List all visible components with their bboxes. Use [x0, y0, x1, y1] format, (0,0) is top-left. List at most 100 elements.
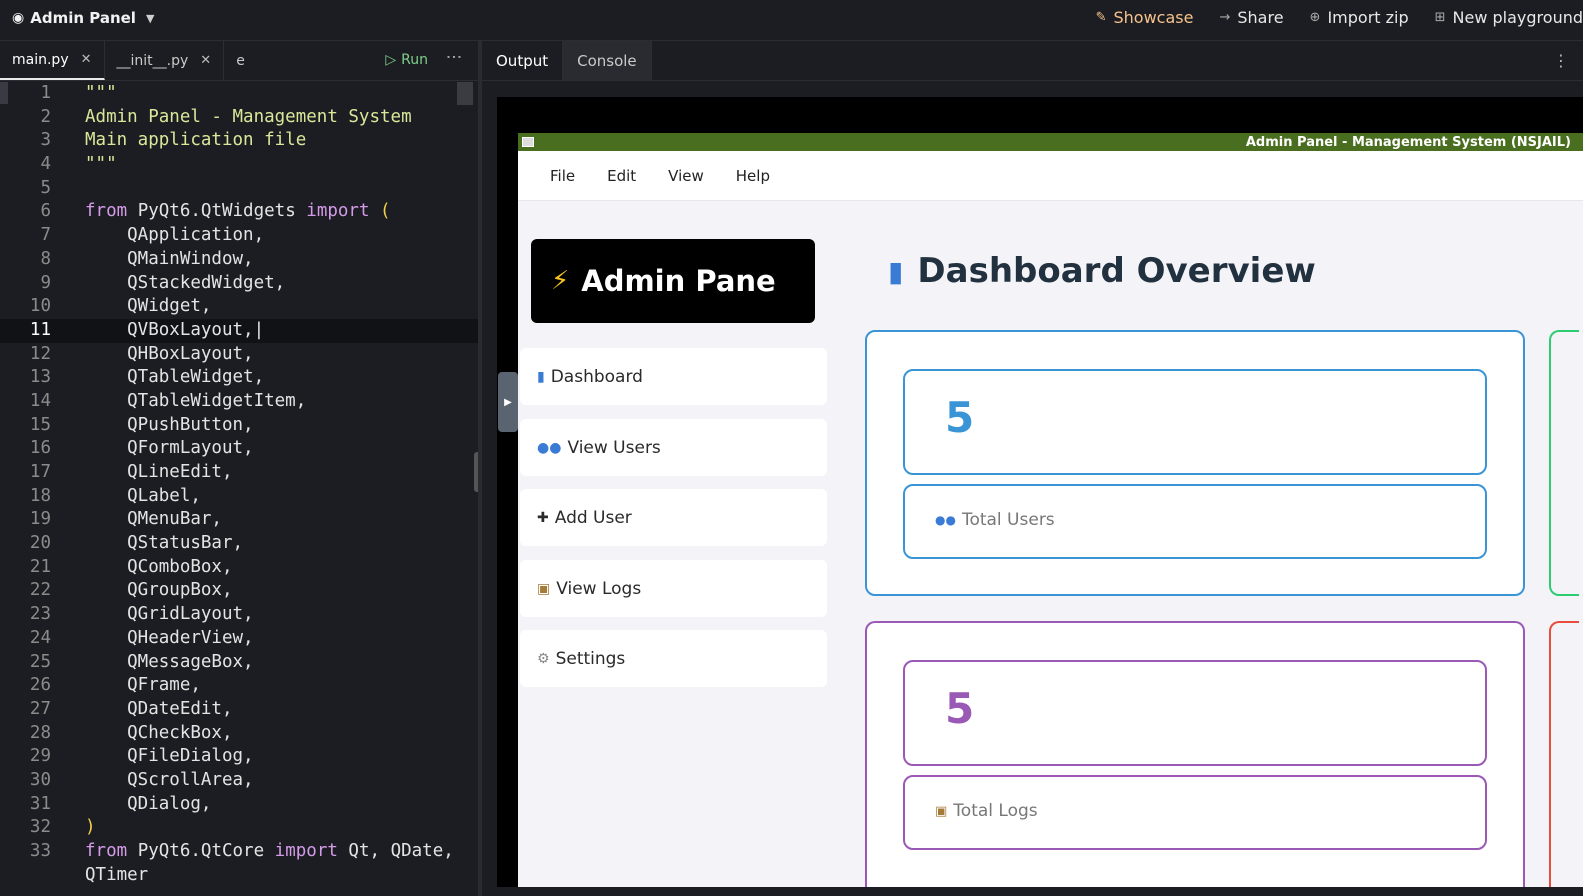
code-line[interactable]: 19 QMenuBar,: [0, 508, 478, 532]
line-number: 23: [29, 604, 51, 625]
code-line[interactable]: 15 QPushButton,: [0, 414, 478, 438]
tab-console[interactable]: Console: [563, 41, 652, 80]
run-button[interactable]: ▷ Run: [385, 52, 428, 68]
sidebar-item-view-users[interactable]: ●● View Users: [520, 419, 827, 476]
line-number: 12: [29, 343, 51, 364]
share-button[interactable]: → Share: [1219, 8, 1283, 27]
line-number: 3: [40, 130, 51, 151]
code-line[interactable]: 14 QTableWidgetItem,: [0, 390, 478, 414]
code-line[interactable]: 20 QStatusBar,: [0, 532, 478, 556]
code-text: QLabel,: [85, 485, 201, 506]
stat-card-users: 5 ●● Total Users: [865, 330, 1525, 596]
code-line[interactable]: 32): [0, 816, 478, 840]
editor-tabs: main.py ✕ __init__.py ✕ e ▷ Run ⋮: [0, 41, 478, 81]
menu-edit[interactable]: Edit: [607, 166, 637, 185]
code-text: QMessageBox,: [85, 651, 254, 672]
sidebar-item-label: View Logs: [556, 578, 642, 599]
code-line[interactable]: 23 QGridLayout,: [0, 603, 478, 627]
code-line[interactable]: 18 QLabel,: [0, 485, 478, 509]
app-title-menu[interactable]: ◉ Admin Panel ▼: [12, 9, 154, 27]
code-line[interactable]: 27 QDateEdit,: [0, 698, 478, 722]
menu-help[interactable]: Help: [735, 166, 770, 185]
showcase-button[interactable]: ✎ Showcase: [1096, 8, 1194, 27]
code-text: QGroupBox,: [85, 580, 233, 601]
sidebar-item-dashboard[interactable]: ▮ Dashboard: [520, 348, 827, 405]
code-line[interactable]: 21 QComboBox,: [0, 556, 478, 580]
showcase-label: Showcase: [1113, 8, 1194, 27]
code-text: QPushButton,: [85, 414, 254, 435]
line-number: 9: [40, 272, 51, 293]
tab-output[interactable]: Output: [482, 41, 564, 80]
line-number: 7: [40, 225, 51, 246]
tab-init-py[interactable]: __init__.py ✕: [105, 41, 225, 80]
code-line[interactable]: QTimer: [0, 864, 478, 888]
sidebar-item-label: Add User: [554, 507, 632, 528]
stat-card-partial: [1549, 330, 1579, 596]
code-line[interactable]: 5: [0, 177, 478, 201]
chart-icon: ▮: [537, 368, 545, 385]
window-titlebar: Admin Panel - Management System (NSJAIL): [518, 133, 1583, 151]
code-line[interactable]: 7 QApplication,: [0, 224, 478, 248]
code-line[interactable]: 25 QMessageBox,: [0, 651, 478, 675]
code-line[interactable]: 31 QDialog,: [0, 793, 478, 817]
code-line[interactable]: 30 QScrollArea,: [0, 769, 478, 793]
stat-value: 5: [945, 393, 975, 442]
line-number: 26: [29, 675, 51, 696]
line-number: 29: [29, 746, 51, 767]
code-line[interactable]: 22 QGroupBox,: [0, 579, 478, 603]
code-line[interactable]: 29 QFileDialog,: [0, 745, 478, 769]
code-line[interactable]: 10 QWidget,: [0, 295, 478, 319]
run-label: Run: [401, 52, 428, 68]
more-icon[interactable]: ⋮: [1553, 51, 1569, 70]
code-line[interactable]: 24 QHeaderView,: [0, 627, 478, 651]
menu-view[interactable]: View: [668, 166, 704, 185]
chevron-down-icon: ▼: [145, 11, 155, 25]
code-line[interactable]: 26 QFrame,: [0, 674, 478, 698]
tab-e[interactable]: e: [224, 41, 257, 80]
more-icon[interactable]: ⋮: [445, 49, 464, 63]
line-number: 13: [29, 367, 51, 388]
new-playground-button[interactable]: ⊞ New playground: [1435, 8, 1583, 27]
stat-label: ▣ Total Logs: [935, 801, 1038, 821]
code-line[interactable]: 1""": [0, 82, 478, 106]
menu-file[interactable]: File: [550, 166, 576, 185]
code-text: QStatusBar,: [85, 533, 244, 554]
sidebar-item-label: Settings: [555, 648, 626, 669]
close-icon[interactable]: ✕: [80, 52, 92, 67]
sidebar-item-settings[interactable]: ⚙ Settings: [520, 630, 827, 687]
line-number: 28: [29, 722, 51, 743]
code-line[interactable]: 9 QStackedWidget,: [0, 272, 478, 296]
code-line[interactable]: 12 QHBoxLayout,: [0, 343, 478, 367]
code-line[interactable]: 4""": [0, 153, 478, 177]
pane-scrollbar[interactable]: [474, 452, 481, 492]
import-zip-button[interactable]: ⊕ Import zip: [1310, 8, 1409, 27]
close-icon[interactable]: ✕: [200, 53, 212, 68]
code-line[interactable]: 11 QVBoxLayout,|: [0, 318, 478, 343]
code-line[interactable]: 13 QTableWidget,: [0, 366, 478, 390]
stat-label: ●● Total Users: [935, 510, 1055, 530]
sidebar-item-view-logs[interactable]: ▣ View Logs: [520, 560, 827, 617]
sidebar-item-add-user[interactable]: ✚ Add User: [520, 489, 827, 546]
sidebar-item-label: Dashboard: [550, 366, 643, 387]
code-line[interactable]: 8 QMainWindow,: [0, 248, 478, 272]
menu-bar: File Edit View Help: [518, 151, 1583, 201]
stat-value: 5: [945, 684, 975, 733]
code-text: from PyQt6.QtCore import Qt, QDate,: [85, 841, 454, 861]
pane-splitter[interactable]: [478, 41, 482, 896]
code-line[interactable]: 28 QCheckBox,: [0, 722, 478, 746]
line-number: 18: [29, 485, 51, 506]
code-line[interactable]: 16 QFormLayout,: [0, 437, 478, 461]
editor-scrollbar[interactable]: [457, 82, 473, 105]
code-line[interactable]: 17 QLineEdit,: [0, 461, 478, 485]
code-text: QVBoxLayout,|: [85, 319, 265, 340]
drag-handle-icon[interactable]: ▶: [498, 372, 518, 432]
code-text: QHBoxLayout,: [85, 343, 254, 364]
top-bar: ◉ Admin Panel ▼ ✎ Showcase → Share ⊕ Imp…: [0, 0, 1583, 41]
tab-label: __init__.py: [116, 52, 189, 69]
tab-main-py[interactable]: main.py ✕: [0, 41, 105, 80]
